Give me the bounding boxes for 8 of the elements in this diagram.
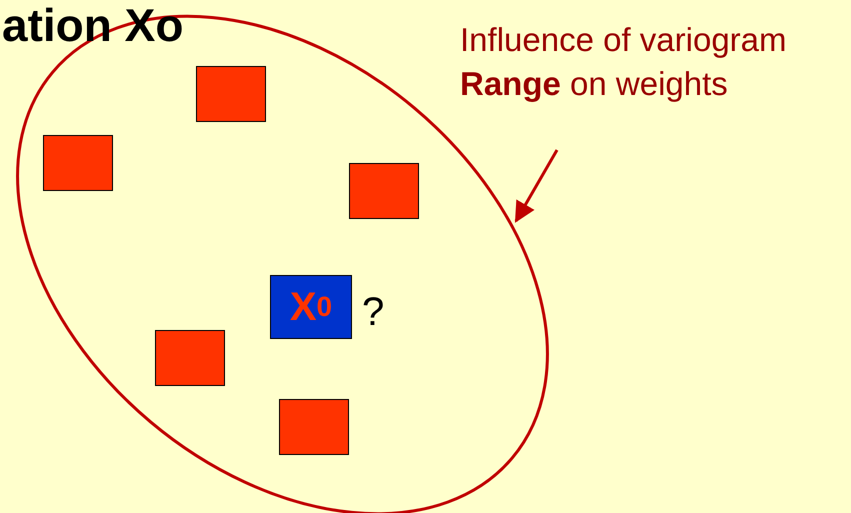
callout-text: Influence of variogram Range on weights: [460, 18, 851, 106]
sample-box: [279, 399, 349, 455]
sample-box: [349, 163, 419, 219]
sample-box: [155, 330, 225, 386]
question-mark: ?: [362, 290, 384, 335]
sample-box: [43, 135, 113, 191]
arrow: [514, 149, 558, 223]
sample-box: [196, 66, 266, 122]
